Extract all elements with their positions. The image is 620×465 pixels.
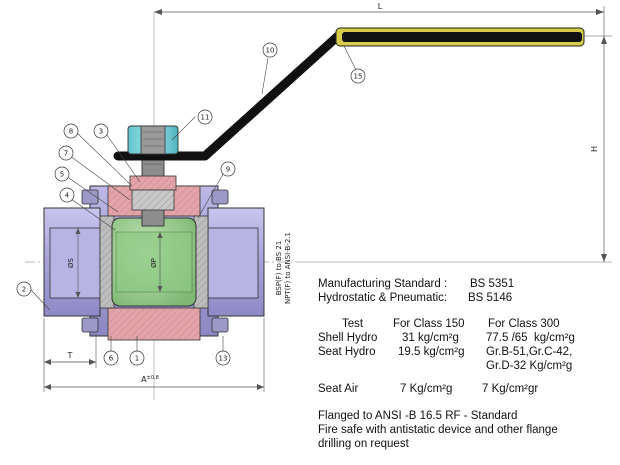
spec-hydrostatic-label: Hydrostatic & Pneumatic: [318, 292, 448, 304]
balloon-9: 9 [220, 161, 236, 177]
note-flanged: Flanged to ANSI -B 16.5 RF - Standard [318, 410, 518, 422]
note-fire-safe: Fire safe with antistatic device and oth… [318, 424, 558, 436]
right-bore [207, 227, 259, 299]
svg-text:15: 15 [354, 73, 363, 81]
leader-lines [29, 45, 357, 358]
svg-text:4: 4 [65, 192, 70, 200]
table-header-class150: For Class 150 [393, 318, 465, 330]
row-shell-test: Shell Hydro [318, 332, 378, 344]
handle-lever [113, 31, 585, 161]
row-seat-hydro-class150: 19.5 kg/cm²g [398, 346, 465, 358]
dim-label-s: ØS [67, 257, 75, 268]
svg-text:10: 10 [266, 47, 275, 55]
row-seat-air-class150: 7 Kg/cm²g [400, 383, 453, 395]
dim-label-a: A±0.8 [141, 375, 159, 384]
spec-manufacturing-label: Manufacturing Standard : [318, 278, 448, 290]
dim-label-p: ØP [150, 258, 158, 268]
row-seat-hydro-class300: Gr.B-51,Gr.C-42, [486, 346, 573, 358]
left-bore [49, 227, 101, 299]
dim-label-t: T [67, 351, 73, 360]
balloon-13: 13 [215, 350, 231, 366]
balloon-11: 11 [197, 109, 213, 125]
row-seat-hydro-test: Seat Hydro [318, 346, 376, 358]
spec-hydrostatic-value: BS 5146 [468, 292, 513, 304]
table-header-class300: For Class 300 [488, 318, 560, 330]
balloon-4: 4 [59, 187, 75, 203]
svg-text:6: 6 [109, 355, 114, 363]
row-seat-hydro-class300-cont: Gr.D-32 Kg/cm²g [486, 360, 573, 372]
svg-text:1: 1 [135, 355, 139, 363]
row-shell-class300: 77.5 /65 kg/cm²g [486, 332, 575, 344]
svg-text:9: 9 [226, 166, 230, 174]
svg-text:8: 8 [69, 128, 73, 136]
svg-text:5: 5 [60, 171, 64, 179]
spec-manufacturing-value: BS 5351 [470, 278, 515, 290]
thread-spec-bsp: BSP(F) to BS 21 [275, 241, 283, 296]
svg-text:3: 3 [99, 128, 103, 136]
thread-spec-npt: NPT(F) to ANSI-B-2.1 [284, 232, 292, 304]
balloon-6: 6 [103, 350, 119, 366]
balloon-3: 3 [93, 123, 109, 139]
svg-text:2: 2 [22, 286, 26, 294]
svg-text:13: 13 [219, 355, 228, 363]
body-bolt [81, 189, 99, 205]
svg-text:7: 7 [64, 150, 68, 158]
body-bolt [211, 317, 229, 333]
body-bolt [211, 189, 229, 205]
row-seat-air-class300: 7 Kg/cm²gr [482, 383, 539, 395]
table-header-test: Test [342, 318, 364, 330]
balloon-1: 1 [129, 350, 145, 366]
ball-bore [115, 231, 193, 293]
dim-label-h: H [590, 146, 599, 152]
stem-top-nut [140, 125, 166, 155]
dim-label-l: L [378, 2, 383, 11]
row-shell-class150: 31 kg/cm²g [402, 332, 459, 344]
dim-label-a-tolerance: ±0.8 [147, 375, 159, 381]
balloon-7: 7 [58, 145, 74, 161]
body-bolt [81, 317, 99, 333]
balloon-2: 2 [16, 281, 32, 297]
balloon-10: 10 [262, 42, 278, 58]
balloon-5: 5 [54, 166, 70, 182]
svg-text:11: 11 [201, 114, 210, 122]
balloon-15: 15 [350, 68, 366, 84]
balloon-8: 8 [63, 123, 79, 139]
row-seat-air-test: Seat Air [318, 383, 359, 395]
note-drilling: drilling on request [318, 438, 409, 450]
